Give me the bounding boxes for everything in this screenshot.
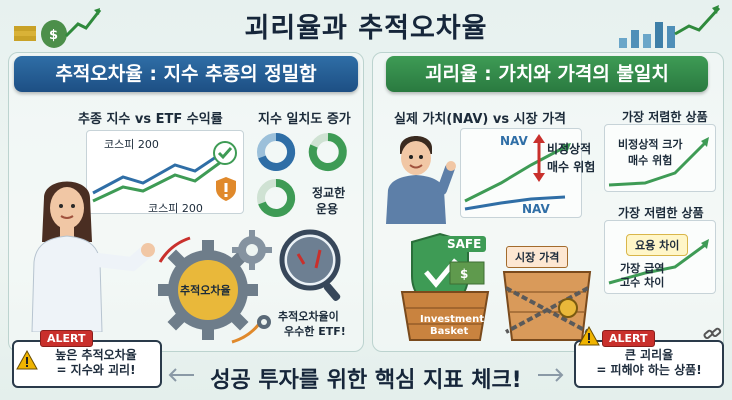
footer-message: 성공 투자를 위한 핵심 지표 체크! bbox=[210, 368, 522, 393]
tracking-error-banner: 추적오차율 : 지수 추종의 정밀함 bbox=[14, 56, 358, 92]
steep-line1: 가장 급역 bbox=[620, 262, 665, 275]
warning-shield-icon bbox=[216, 177, 236, 201]
growth-bars-icon bbox=[619, 5, 721, 48]
irrational-line1: 비정상적 bbox=[547, 142, 592, 156]
precise-label-1: 정교한 bbox=[312, 186, 346, 200]
gap-arrow-icon bbox=[533, 134, 545, 182]
consistency-donuts bbox=[257, 132, 347, 217]
market-price-label: 시장 가격 bbox=[506, 246, 569, 268]
man-presenter-illustration bbox=[386, 136, 456, 224]
index-vs-etf-title: 추종 지수 vs ETF 수익률 bbox=[78, 112, 223, 127]
cheapest-chart-2 bbox=[604, 220, 716, 294]
alert-line1: 높은 추적오차율 bbox=[55, 348, 137, 362]
nav-vs-price-title: 실제 가치(NAV) vs 시장 가격 bbox=[394, 112, 566, 127]
irrational-size-1: 비정상적 크가 bbox=[618, 138, 683, 151]
check-circle-icon bbox=[213, 141, 237, 165]
cheapest-title-1: 가장 저렴한 상품 bbox=[622, 110, 708, 124]
alert-tag-left: ALERT bbox=[40, 330, 93, 347]
irrational-size-2: 매수 위험 bbox=[628, 154, 673, 167]
irrational-line2: 매수 위험 bbox=[547, 160, 596, 174]
basket-label-2: Basket bbox=[430, 326, 469, 337]
money-growth-icon: $ bbox=[14, 8, 102, 48]
fee-diff-tag: 요용 차이 bbox=[626, 234, 689, 256]
small-gear-icon bbox=[232, 230, 272, 270]
left-arrow-icon bbox=[168, 368, 194, 382]
basket-label-1: Investment bbox=[420, 314, 484, 325]
excellent-etf-line2: 우수한 ETF! bbox=[284, 325, 346, 338]
gear-icon bbox=[158, 236, 264, 344]
safe-label: SAFE bbox=[442, 236, 487, 252]
nav-vs-price-chart bbox=[460, 128, 582, 218]
magnifier-icon bbox=[279, 229, 341, 302]
tracking-error-alert: 높은 추적오차율 = 지수와 괴리! bbox=[12, 340, 162, 388]
page-title: 괴리율과 추적오차율 bbox=[244, 13, 488, 44]
warning-triangle-icon bbox=[16, 350, 38, 370]
cheapest-chart-1 bbox=[604, 124, 716, 192]
cheapest-title-2: 가장 저렴한 상품 bbox=[618, 206, 704, 220]
steep-line2: 고수 차이 bbox=[620, 276, 665, 289]
nav-label-top: NAV bbox=[500, 134, 528, 148]
woman-presenter-illustration bbox=[31, 181, 155, 332]
premium-discount-banner: 괴리율 : 가치와 가격의 불일치 bbox=[386, 56, 708, 92]
cheapest-chart-2-line bbox=[608, 239, 709, 285]
broken-link-icon bbox=[703, 327, 722, 340]
safe-basket-illustration: $ bbox=[400, 232, 490, 341]
alert-line2-right: = 피해야 하는 상품! bbox=[596, 363, 702, 377]
market-price-basket-illustration bbox=[502, 271, 592, 341]
series-label-bottom: 코스피 200 bbox=[148, 202, 203, 215]
svg-text:$: $ bbox=[460, 267, 468, 281]
precise-label-2: 운용 bbox=[316, 202, 339, 216]
right-arrow-icon bbox=[538, 368, 564, 382]
alert-line1-right: 큰 괴리율 bbox=[624, 348, 674, 362]
consistency-title: 지수 일치도 증가 bbox=[258, 112, 351, 127]
gear-label: 추적오차율 bbox=[180, 284, 231, 297]
series-label-top: 코스피 200 bbox=[104, 138, 159, 151]
warning-triangle-icon-right bbox=[578, 326, 600, 346]
settings-gear-icon bbox=[257, 315, 271, 329]
premium-discount-alert: 큰 괴리율 = 피해야 하는 상품! bbox=[574, 340, 724, 388]
alert-line2: = 지수와 괴리! bbox=[56, 363, 136, 377]
excellent-etf-line1: 추적오차율이 bbox=[278, 310, 339, 323]
alert-tag-right: ALERT bbox=[602, 330, 655, 347]
nav-label-bottom: NAV bbox=[522, 202, 550, 216]
svg-text:$: $ bbox=[49, 28, 58, 43]
nav-vs-price-lines bbox=[464, 143, 571, 211]
cheapest-chart-1-line bbox=[608, 137, 709, 187]
